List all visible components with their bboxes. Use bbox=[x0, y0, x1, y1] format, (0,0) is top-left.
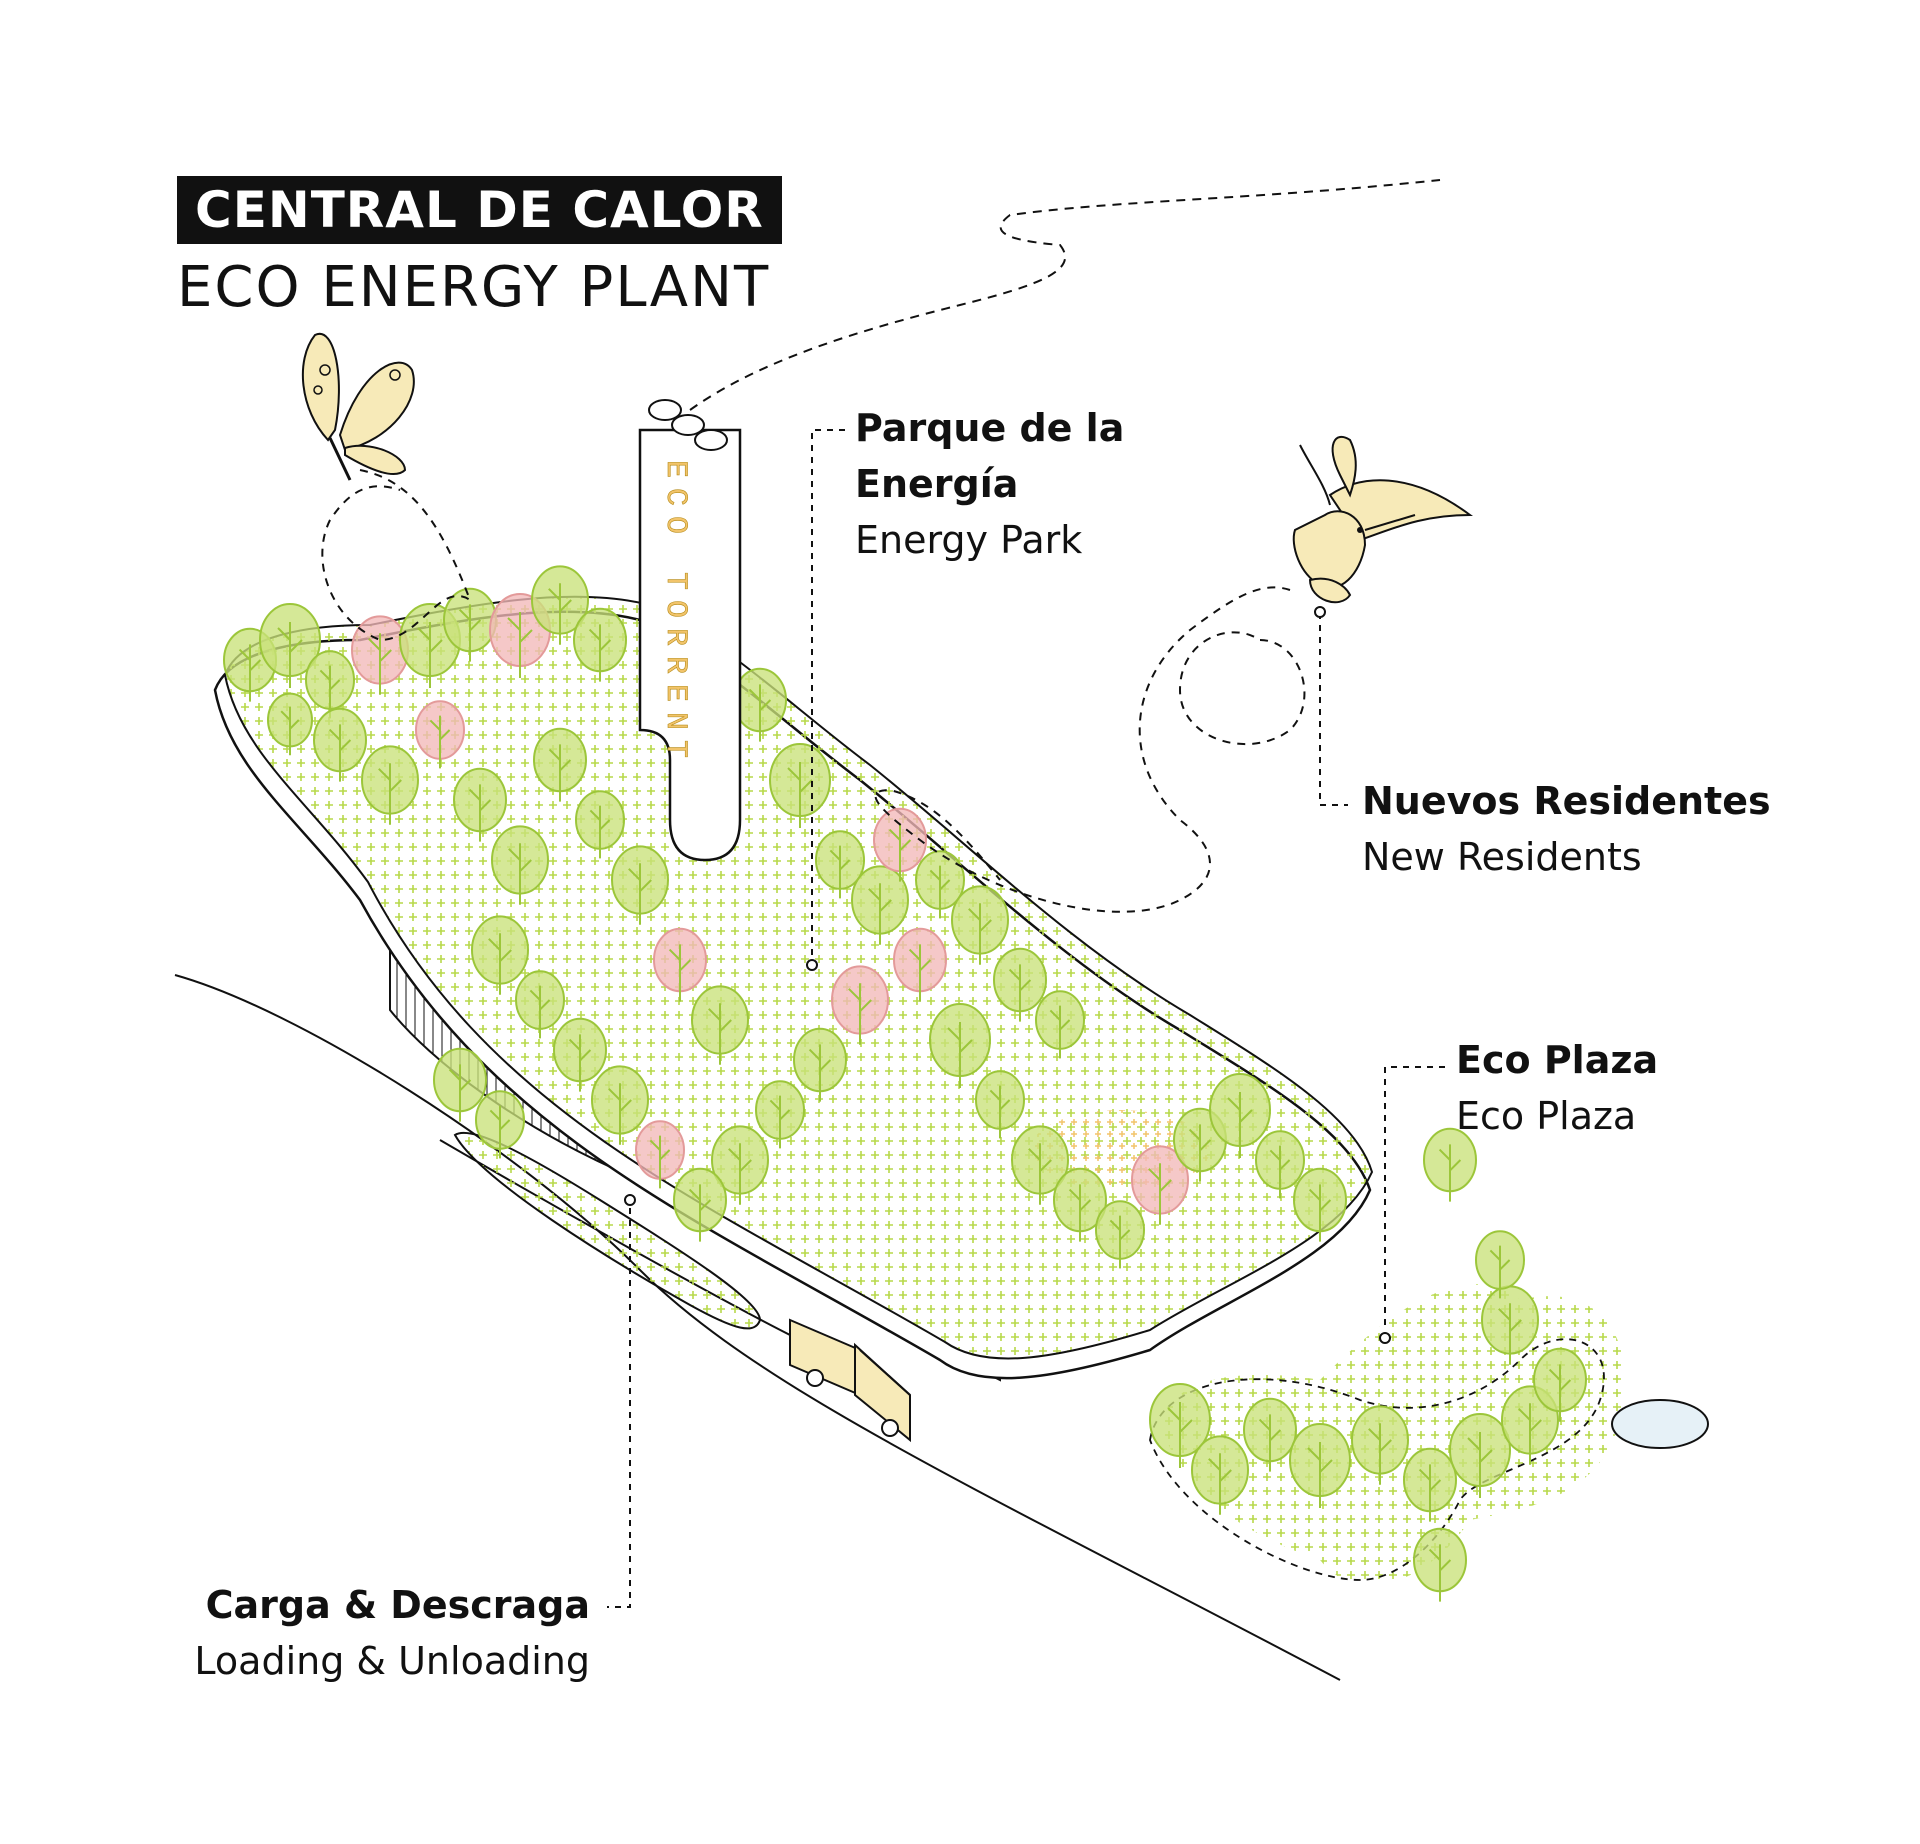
tree-trunk bbox=[448, 1064, 472, 1122]
tree-trunk bbox=[748, 684, 772, 742]
label-residentes-en: New Residents bbox=[1362, 835, 1642, 879]
tree-trunk bbox=[507, 612, 533, 678]
tree-trunk bbox=[908, 944, 932, 1002]
tree-trunk bbox=[488, 933, 512, 995]
label-carga-en: Loading & Unloading bbox=[194, 1639, 590, 1683]
label-parque-en: Energy Park bbox=[855, 518, 1083, 562]
tree-trunk bbox=[1208, 1453, 1232, 1515]
tree-trunk bbox=[319, 665, 341, 719]
tree-trunk bbox=[238, 644, 262, 702]
tree-trunk bbox=[280, 706, 300, 756]
hummingbird-flight-path bbox=[874, 586, 1306, 913]
tree-trunk bbox=[1428, 1544, 1452, 1602]
tree-trunk bbox=[417, 622, 443, 688]
tree-trunk bbox=[1008, 964, 1032, 1022]
tree-trunk bbox=[378, 763, 402, 825]
tree-trunk bbox=[888, 824, 912, 882]
tree-trunk bbox=[458, 604, 482, 662]
tree-trunk bbox=[568, 1034, 592, 1092]
tree-group bbox=[223, 565, 1587, 1602]
tree-trunk bbox=[608, 1083, 632, 1145]
tree-trunk bbox=[868, 883, 892, 945]
tree-trunk bbox=[429, 715, 451, 769]
hummingbird-icon bbox=[1292, 435, 1474, 604]
tree-trunk bbox=[548, 583, 572, 645]
tree-trunk bbox=[1368, 1423, 1392, 1485]
tree-trunk bbox=[1498, 1303, 1522, 1365]
tree-trunk bbox=[649, 1135, 671, 1189]
tree-trunk bbox=[1109, 1215, 1131, 1269]
label-plaza-en: Eco Plaza bbox=[1456, 1094, 1637, 1138]
tree-trunk bbox=[1148, 1163, 1172, 1225]
tree-trunk bbox=[1467, 1432, 1493, 1498]
tree-trunk bbox=[1489, 1245, 1511, 1299]
tree-trunk bbox=[929, 865, 951, 919]
tree-trunk bbox=[1068, 1184, 1092, 1242]
tree-trunk bbox=[968, 903, 992, 965]
leader-carga bbox=[607, 1208, 631, 1608]
butterfly-flight-path bbox=[321, 469, 473, 642]
tree-trunk bbox=[277, 622, 303, 688]
eco-plaza-path bbox=[1149, 1338, 1605, 1581]
tree-trunk bbox=[1518, 1403, 1542, 1465]
tree-trunk bbox=[1227, 1092, 1253, 1158]
label-parque-es-line1: Parque de la bbox=[855, 406, 1125, 450]
label-residentes: Nuevos Residentes New Residents bbox=[1362, 773, 1771, 885]
title-badge: CENTRAL DE CALOR bbox=[177, 176, 782, 244]
eco-torrent-tower: ECO TORRENT bbox=[638, 399, 742, 862]
tree-trunk bbox=[688, 1184, 712, 1242]
tree-trunk bbox=[1308, 1184, 1332, 1242]
subtitle: ECO ENERGY PLANT bbox=[177, 255, 771, 320]
tree-trunk bbox=[589, 805, 611, 859]
label-plaza: Eco Plaza Eco Plaza bbox=[1456, 1032, 1658, 1144]
leader-dots bbox=[624, 606, 1391, 1344]
tree-trunk bbox=[1167, 1402, 1193, 1468]
label-parque: Parque de la Energía Energy Park bbox=[855, 400, 1124, 568]
tree-trunk bbox=[628, 863, 652, 925]
tree-trunk bbox=[728, 1143, 752, 1205]
butterfly-icon bbox=[301, 332, 415, 481]
tree-trunk bbox=[829, 845, 851, 899]
label-residentes-es: Nuevos Residentes bbox=[1362, 779, 1771, 823]
tree-trunk bbox=[808, 1044, 832, 1102]
tree-trunk bbox=[489, 1105, 511, 1159]
tree-trunk bbox=[328, 724, 352, 782]
tree-trunk bbox=[468, 784, 492, 842]
tree-trunk bbox=[1258, 1414, 1282, 1472]
truck-icon bbox=[789, 1318, 911, 1443]
smoke-path bbox=[689, 179, 1441, 411]
loading-strip bbox=[453, 1131, 762, 1330]
tree-trunk bbox=[368, 633, 392, 695]
leader-residentes bbox=[1319, 613, 1348, 806]
pond bbox=[1611, 1399, 1709, 1449]
tree-trunk bbox=[588, 624, 612, 682]
label-parque-es-line2: Energía bbox=[855, 462, 1019, 506]
leader-parque bbox=[811, 429, 845, 960]
leader-lines bbox=[607, 429, 1445, 1608]
tree-trunk bbox=[708, 1003, 732, 1065]
label-carga-es: Carga & Descraga bbox=[205, 1583, 590, 1627]
tree-trunk bbox=[1269, 1145, 1291, 1199]
tree-trunk bbox=[508, 843, 532, 905]
tree-trunk bbox=[1548, 1364, 1572, 1422]
label-plaza-es: Eco Plaza bbox=[1456, 1038, 1659, 1082]
tree-trunk bbox=[548, 744, 572, 802]
leader-plaza bbox=[1384, 1066, 1445, 1330]
tree-trunk bbox=[1188, 1124, 1212, 1182]
tree-trunk bbox=[529, 985, 551, 1039]
tree-trunk bbox=[787, 762, 813, 828]
tree-trunk bbox=[1418, 1464, 1442, 1522]
tree-trunk bbox=[1307, 1442, 1333, 1508]
tree-trunk bbox=[989, 1085, 1011, 1139]
tree-trunk bbox=[769, 1095, 791, 1149]
tree-trunk bbox=[848, 983, 872, 1045]
tree-trunk bbox=[947, 1022, 973, 1088]
tree-trunk bbox=[668, 944, 692, 1002]
tower-label: ECO TORRENT bbox=[658, 460, 692, 768]
tree-trunk bbox=[1028, 1143, 1052, 1205]
label-carga: Carga & Descraga Loading & Unloading bbox=[194, 1577, 590, 1689]
tree-trunk bbox=[1438, 1144, 1462, 1202]
tree-trunk bbox=[1049, 1005, 1071, 1059]
